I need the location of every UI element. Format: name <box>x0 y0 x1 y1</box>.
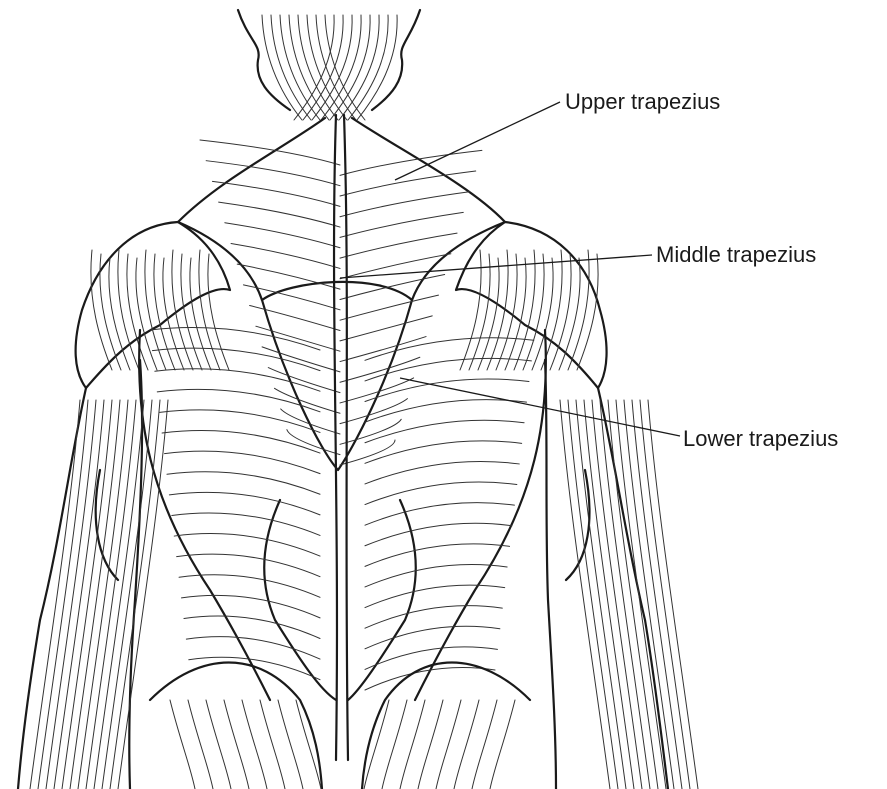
neck <box>238 10 420 120</box>
trapezius-fiber <box>256 326 340 351</box>
arm-fiber <box>624 400 674 789</box>
trapezius <box>178 118 505 470</box>
trapezius-fiber <box>340 212 463 237</box>
deltoid-fiber <box>469 254 490 370</box>
arm-fiber <box>608 400 658 789</box>
left-deltoid <box>76 222 230 388</box>
latissimus-fiber <box>365 544 510 567</box>
trapezius-fiber <box>281 409 340 434</box>
latissimus-fiber <box>365 482 517 505</box>
trapezius-fiber <box>340 357 420 382</box>
latissimus-fiber <box>365 420 524 443</box>
gluteal-region <box>150 663 530 789</box>
trapezius-fiber <box>340 316 432 341</box>
trapezius-fiber <box>219 202 340 227</box>
arm-fiber <box>568 400 618 789</box>
latissimus-fiber <box>365 564 507 587</box>
trapezius-fiber <box>268 368 340 393</box>
arm-fiber <box>592 400 642 789</box>
arm-fiber <box>640 400 690 789</box>
trapezius-fiber <box>237 264 340 289</box>
trapezius-fiber <box>250 306 340 331</box>
trapezius-fiber <box>340 233 457 258</box>
latissimus-fiber <box>365 461 519 484</box>
arm-fiber <box>576 400 626 789</box>
latissimus-fiber <box>162 431 320 454</box>
latissimus-fiber <box>365 400 527 423</box>
latissimus-fiber <box>365 358 531 381</box>
arm-fiber <box>648 400 698 789</box>
latissimus-fiber <box>365 441 522 464</box>
arm-fiber <box>584 400 634 789</box>
arm-fiber <box>46 400 96 789</box>
upper-trapezius-label: Upper trapezius <box>565 91 720 113</box>
latissimus-fiber <box>165 451 320 474</box>
latissimus-fiber <box>365 379 529 402</box>
latissimus-fiber <box>155 369 320 392</box>
arm-fiber <box>70 400 120 789</box>
lower-trapezius-label: Lower trapezius <box>683 428 838 450</box>
trapezius-fiber <box>225 223 340 248</box>
left-arm <box>18 360 168 789</box>
trapezius-fiber <box>340 337 426 362</box>
arm-fiber <box>78 400 128 789</box>
arm-fiber <box>118 400 168 789</box>
arm-fiber <box>94 400 144 789</box>
latissimus-fiber <box>186 637 320 660</box>
trapezius-fiber <box>262 347 340 372</box>
latissimus-fiber <box>365 585 505 608</box>
spine <box>334 115 348 760</box>
arm-fiber <box>102 400 152 789</box>
deltoid-fiber <box>199 250 220 370</box>
arm-fiber <box>616 400 666 789</box>
upper-trapezius-leader <box>395 102 560 180</box>
arm-fiber <box>54 400 104 789</box>
latissimus-fiber <box>365 626 500 649</box>
middle-trapezius-label: Middle trapezius <box>656 244 816 266</box>
right-deltoid <box>456 222 607 388</box>
trapezius-fiber <box>340 192 469 217</box>
deltoid-fiber <box>208 254 229 370</box>
latissimus-fiber <box>365 606 502 629</box>
latissimus-fiber <box>169 492 320 515</box>
latissimus-fiber <box>172 513 320 536</box>
latissimus-fiber <box>179 575 320 598</box>
latissimus-fiber <box>365 338 534 361</box>
trapezius-fiber <box>340 295 438 320</box>
arm-fiber <box>600 400 650 789</box>
latissimus-fiber <box>160 410 320 433</box>
latissimus-fiber <box>184 616 320 639</box>
latissimus-fiber <box>365 503 514 525</box>
latissimus-dorsi <box>139 328 546 701</box>
latissimus-fiber <box>365 523 512 546</box>
arm-fiber <box>62 400 112 789</box>
trapezius-fiber <box>212 181 340 206</box>
latissimus-fiber <box>167 472 320 495</box>
neck-fiber <box>357 15 397 120</box>
trapezius-fiber <box>231 243 340 268</box>
arm-fiber <box>560 400 610 789</box>
latissimus-fiber <box>174 534 320 557</box>
latissimus-fiber <box>182 595 320 618</box>
trapezius-fiber <box>340 274 445 299</box>
